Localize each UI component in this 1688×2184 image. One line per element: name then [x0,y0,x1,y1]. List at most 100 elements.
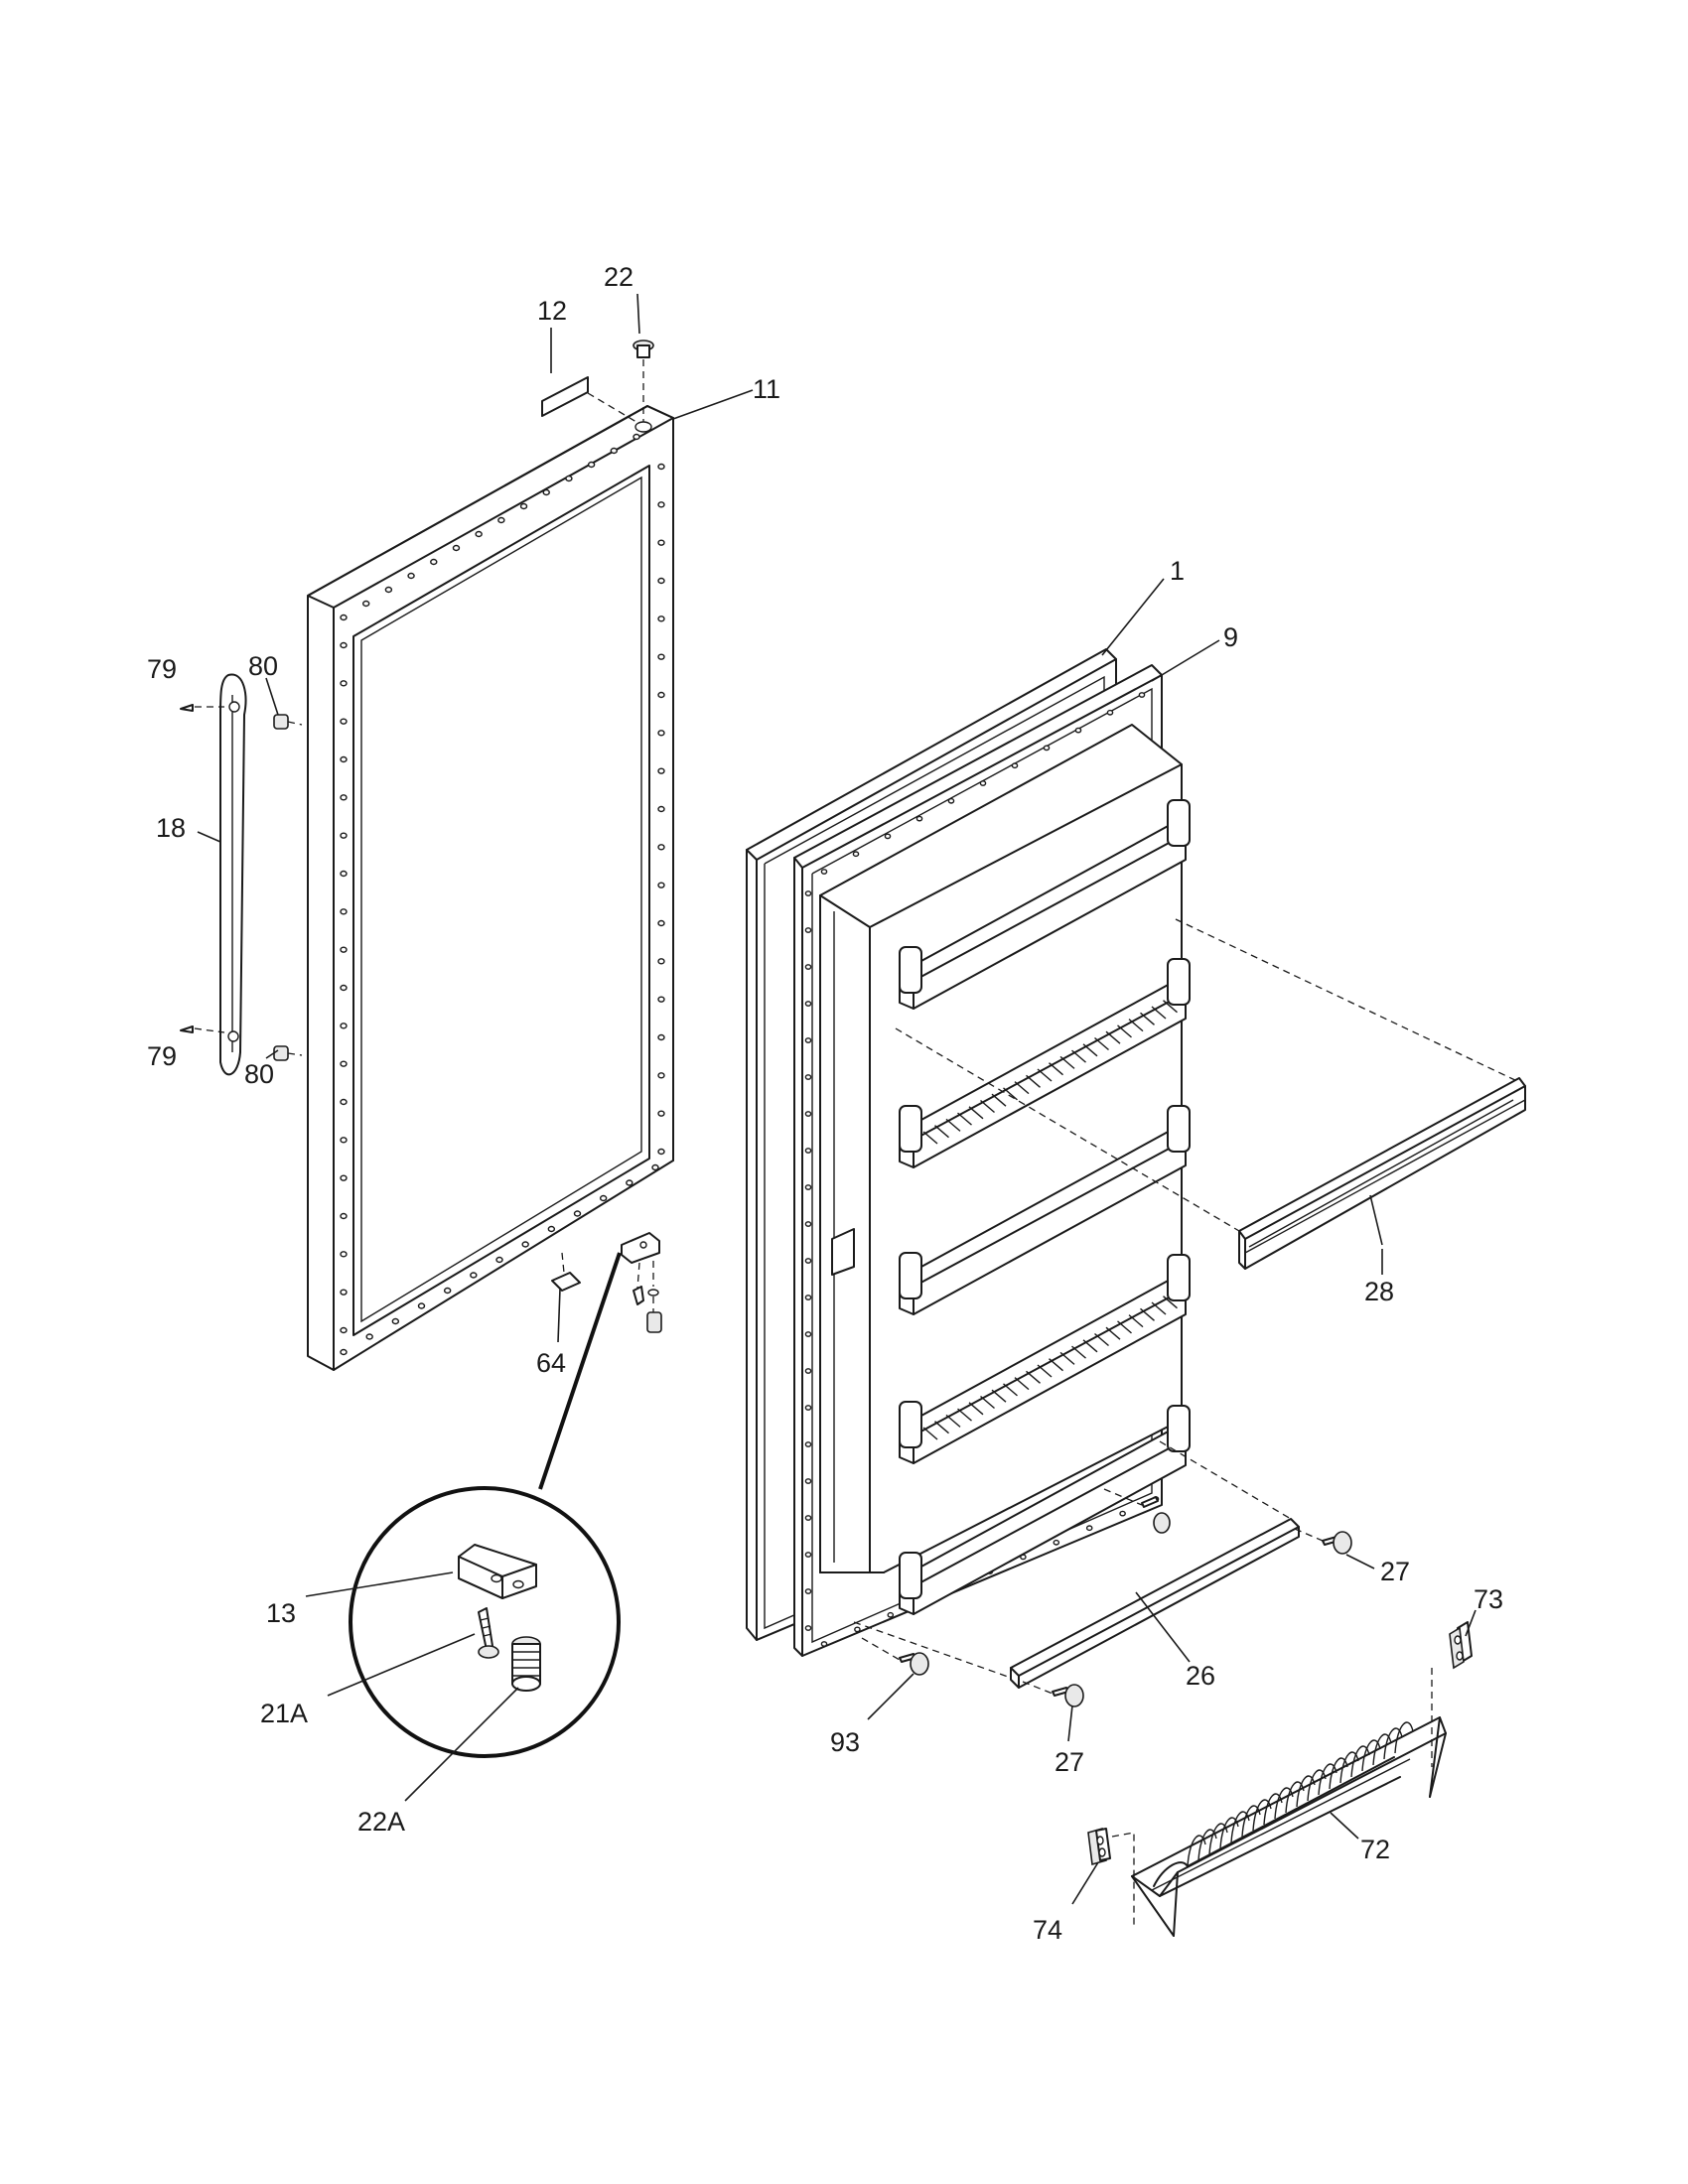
panel-hole [340,641,348,649]
fastener-mid [1103,1488,1171,1534]
panel-hole [519,502,528,510]
liner-hole [804,1001,812,1007]
door-handle [219,673,247,1076]
basket-wire [1252,1799,1272,1832]
callout-12: 12 [537,296,567,326]
panel-hole [657,805,665,813]
lower-hinge-parts [621,1232,662,1333]
liner-hole [820,1641,828,1647]
door-latch-bracket [831,1228,855,1276]
callout-11: 11 [753,374,780,404]
panel-hole [340,832,348,839]
panel-hole [340,718,348,725]
panel-hole [470,1272,478,1279]
panel-hole [417,1302,426,1309]
callout-18: 18 [156,813,186,843]
outer-door-panel [307,405,674,1371]
panel-hole [657,615,665,622]
panel-hole [340,755,348,763]
panel-hole [657,844,665,851]
panel-hole [340,1174,348,1181]
basket-wire [1219,1817,1239,1849]
fastener-93 [861,1637,929,1676]
liner-hole [804,1405,812,1411]
callout-22: 22 [604,262,633,292]
callout-27-right: 27 [1380,1557,1410,1586]
basket-wire [1307,1769,1327,1802]
basket-wire [1339,1751,1359,1784]
panel-hole [521,1241,529,1248]
panel-hole [657,1033,665,1041]
panel-hole [657,577,665,585]
basket-wire [1197,1829,1217,1861]
callout-80-bottom: 80 [244,1059,274,1089]
callout-93: 93 [830,1727,860,1757]
panel-hole [452,544,461,552]
panel-hole [599,1194,608,1202]
liner-hole [804,1552,812,1558]
liner-hole [1011,762,1019,769]
basket-wire [1187,1835,1206,1867]
panel-hole [542,488,550,496]
panel-hole [657,767,665,774]
part-22-plug [633,340,654,433]
door-shelf [899,958,1191,1168]
fastener-27-right [1294,1528,1352,1555]
panel-hole [340,870,348,878]
callout-80-top: 80 [248,651,278,681]
basket-wire [1274,1787,1294,1820]
door-basket-72 [1131,1716,1447,1937]
liner-hole [887,1611,895,1618]
panel-hole [497,516,505,524]
handle-screws [180,704,303,1061]
panel-hole [391,1317,400,1325]
liner-hole [915,815,923,822]
panel-hole [340,908,348,915]
liner-hole [804,1074,812,1080]
callout-27-bottom: 27 [1055,1747,1084,1777]
basket-wire [1394,1721,1414,1754]
panel-hole [657,653,665,660]
panel-hole [565,475,573,482]
callout-1: 1 [1170,556,1185,586]
liner-hole [804,1184,812,1190]
liner-hole [804,1515,812,1521]
liner-hole [804,1441,812,1447]
panel-hole [626,1179,633,1186]
callout-26: 26 [1186,1661,1215,1691]
liner-hole [852,851,860,858]
panel-hole [657,463,665,471]
liner-hole [820,869,828,875]
panel-hole [657,882,665,888]
liner-hole [1119,1510,1126,1517]
basket-wire [1230,1811,1250,1843]
bar-fasteners [861,1488,1352,1707]
panel-hole [340,1137,348,1144]
liner-hole [804,890,812,896]
liner-hole [804,1478,812,1484]
door-shelf [899,1405,1191,1615]
panel-hole [340,984,348,992]
liner-hole [804,1368,812,1374]
shelf-rail-28 [895,918,1526,1270]
panel-hole [443,1287,452,1295]
callout-21a: 21A [260,1699,308,1728]
liner-hole [1053,1539,1060,1546]
panel-hole [407,572,415,580]
panel-hole [340,1326,348,1334]
part-12-label [541,376,642,426]
door-shelf [899,1254,1191,1464]
callout-28: 28 [1364,1277,1394,1306]
inner-door-shelf-cavity [819,724,1191,1615]
panel-hole [340,614,348,621]
basket-wire [1241,1805,1261,1838]
liner-hole [947,797,955,804]
panel-hole [651,1163,659,1171]
plug-22a [511,1636,541,1692]
liner-hole [804,1111,812,1117]
callout-64: 64 [536,1348,566,1378]
panel-hole [547,1225,556,1233]
panel-hole [340,1212,348,1220]
callout-79-top: 79 [147,654,177,684]
